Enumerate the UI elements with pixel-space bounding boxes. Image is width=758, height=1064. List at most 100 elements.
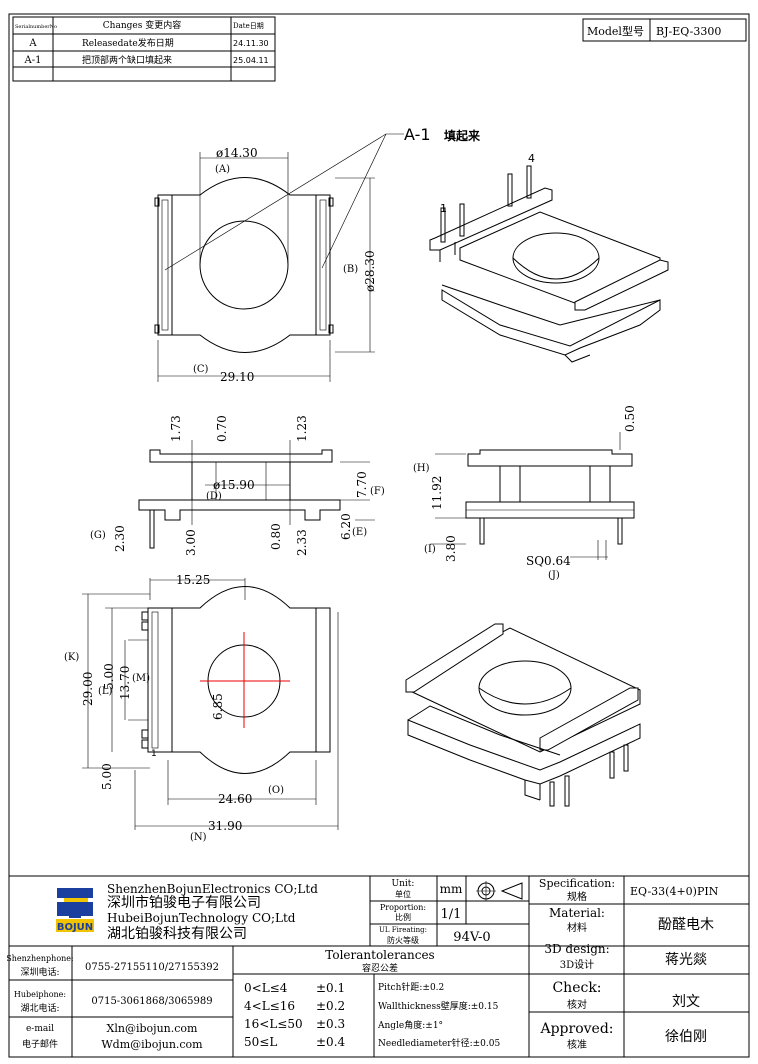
contact-label-cn: 深圳电话: — [20, 966, 59, 978]
tolerance-note: Wallthickness壁厚度:±0.15 — [378, 1000, 499, 1012]
dim-front-b1: 3.00 — [184, 529, 198, 556]
top-view: A-1 填起来 ø14.30 (A) 29.10 (C) (B) ø28.30 — [154, 125, 481, 384]
sheet-border — [8, 13, 750, 1058]
projection-symbol-icon — [476, 881, 523, 901]
company-name-cn-2: 湖北铂骏科技有限公司 — [107, 926, 247, 942]
dim-front-dia: ø15.90 — [213, 478, 255, 492]
dim-bottom-m-tag: (M) — [132, 673, 150, 684]
check-label-cn: 核对 — [567, 998, 587, 1011]
dim-bottom-o-tag: (O) — [268, 785, 284, 796]
dim-front-h1-tag: (F) — [370, 486, 385, 497]
material-label-en: Material: — [549, 906, 605, 920]
dim-side-i: 3.80 — [444, 535, 458, 562]
email-1: Xln@ibojun.com — [107, 1022, 198, 1035]
proportion-label-en: Proportion: — [380, 903, 426, 912]
dim-front-2: 0.70 — [215, 415, 229, 442]
dim-side-i-tag: (I) — [424, 544, 436, 555]
proportion-value: 1/1 — [441, 907, 462, 922]
material-label-cn: 材料 — [567, 921, 587, 934]
contact-label-en: e-mail — [26, 1024, 54, 1034]
dim-bottom-k-tag: (K) — [64, 652, 79, 663]
spec-label-en: Specification: — [539, 877, 615, 890]
rev-row-change: 把顶部两个缺口填起来 — [82, 54, 172, 66]
tolerance-value: ±0.3 — [316, 1017, 345, 1031]
contact-value: 0715-3061868/3065989 — [91, 996, 212, 1007]
tolerance-range: 0<L≤4 — [244, 981, 288, 995]
dim-a-tag: (A) — [215, 164, 230, 175]
dim-bottom-l-tag: (L) — [98, 686, 113, 697]
iso-pin4-label: 4 — [528, 152, 535, 165]
dim-b-tag: (B) — [343, 264, 358, 275]
dim-side-t: 0.50 — [623, 405, 637, 432]
tolerance-range: 4<L≤16 — [244, 999, 295, 1013]
approved-value: 徐伯刚 — [665, 1029, 707, 1045]
tolerance-title-cn: 容忍公差 — [362, 962, 398, 974]
model-box: Model型号 BJ-EQ-3300 — [582, 18, 747, 42]
iso-view-bottom — [405, 623, 641, 807]
check-value: 刘文 — [672, 994, 700, 1010]
tolerance-note: Needlediameter针径:±0.05 — [378, 1037, 500, 1049]
design-label-cn: 3D设计 — [560, 958, 594, 971]
dim-front-g: 2.30 — [113, 525, 127, 552]
dim-front-h1: 7.70 — [355, 471, 369, 498]
check-label-en: Check: — [552, 980, 601, 996]
dim-side-h-tag: (H) — [413, 463, 430, 474]
model-label: Model型号 — [587, 24, 644, 38]
dim-bottom-n-tag: (N) — [190, 832, 207, 843]
rev-header-date: Date日期 — [233, 22, 264, 30]
unit-label-cn: 单位 — [395, 889, 411, 899]
company-logo: BOJUN — [56, 888, 94, 933]
tolerance-value: ±0.2 — [316, 999, 345, 1013]
callout-note: 填起来 — [444, 128, 481, 143]
spec-label-cn: 规格 — [567, 890, 587, 903]
dim-bottom-n: 31.90 — [208, 819, 242, 833]
approved-label-cn: 核准 — [567, 1038, 587, 1051]
dim-bottom-l: 5.00 — [102, 663, 116, 690]
company-name-en-2: HubeiBojunTechnology CO;Ltd — [107, 911, 296, 925]
company-name-en-1: ShenzhenBojunElectronics CO;Ltd — [107, 882, 318, 896]
contact-label-en: Shenzhenphone: — [6, 954, 73, 963]
tolerance-range: 16<L≤50 — [244, 1017, 303, 1031]
dim-side-sq: SQ0.64 — [526, 554, 571, 568]
dim-front-b2: 0.80 — [269, 523, 283, 550]
logo-text: BOJUN — [57, 922, 93, 933]
dim-c-tag: (C) — [193, 364, 209, 375]
bottom-view: 15.25 (K) 29.00 5.00 (L) 13.70 (M) 6.85 … — [64, 573, 339, 843]
dim-bottom-p: 5.00 — [100, 763, 114, 790]
fire-label-cn: 防火等级 — [387, 935, 419, 945]
unit-label-en: Unit: — [392, 879, 415, 889]
dim-front-dia-tag: (D) — [206, 491, 222, 502]
dim-front-h2: 6.20 — [339, 513, 353, 540]
contact-label-cn: 湖北电话: — [20, 1002, 59, 1014]
front-view: 1.73 0.70 1.23 ø15.90 (D) 7.70 (F) 6.20 … — [90, 415, 385, 556]
rev-row-change: Releasedate发布日期 — [82, 37, 174, 49]
tolerance-value: ±0.1 — [316, 981, 345, 995]
model-value: BJ-EQ-3300 — [656, 25, 721, 38]
iso-pin1-label: 1 — [440, 202, 447, 215]
dim-c: 29.10 — [220, 370, 254, 384]
contact-label-cn: 电子邮件 — [22, 1038, 58, 1050]
rev-row-serial: A — [28, 38, 37, 49]
revision-table: SerialnumberNo Changes 变更内容 Date日期 A Rel… — [12, 16, 276, 82]
dim-front-1: 1.73 — [169, 415, 183, 442]
dim-bottom-w1: 15.25 — [176, 573, 210, 587]
dim-front-3: 1.23 — [295, 415, 309, 442]
dim-front-h2-tag: (E) — [352, 527, 367, 538]
email-2: Wdm@ibojun.com — [101, 1038, 203, 1051]
company-name-cn-1: 深圳市铂骏电子有限公司 — [107, 894, 261, 911]
tolerance-note: Pitch针距:±0.2 — [378, 981, 444, 993]
dim-a: ø14.30 — [216, 146, 258, 160]
title-block: BOJUN ShenzhenBojunElectronics CO;Ltd 深圳… — [6, 875, 749, 1057]
dim-bottom-k: 29.00 — [81, 672, 95, 706]
pin1-label: 1 — [151, 749, 157, 759]
rev-header-serial: SerialnumberNo — [15, 24, 57, 30]
tolerance-value: ±0.4 — [316, 1035, 346, 1049]
tolerance-note: Angle角度:±1° — [377, 1019, 443, 1031]
rev-row-date: 24.11.30 — [233, 39, 269, 48]
dim-side-sq-tag: (J) — [548, 570, 560, 581]
fire-label-en: UL Fireating: — [379, 926, 427, 934]
dim-b: ø28.30 — [363, 250, 377, 292]
tolerance-range: 50≤L — [244, 1035, 277, 1049]
design-label-en: 3D design: — [544, 942, 609, 956]
